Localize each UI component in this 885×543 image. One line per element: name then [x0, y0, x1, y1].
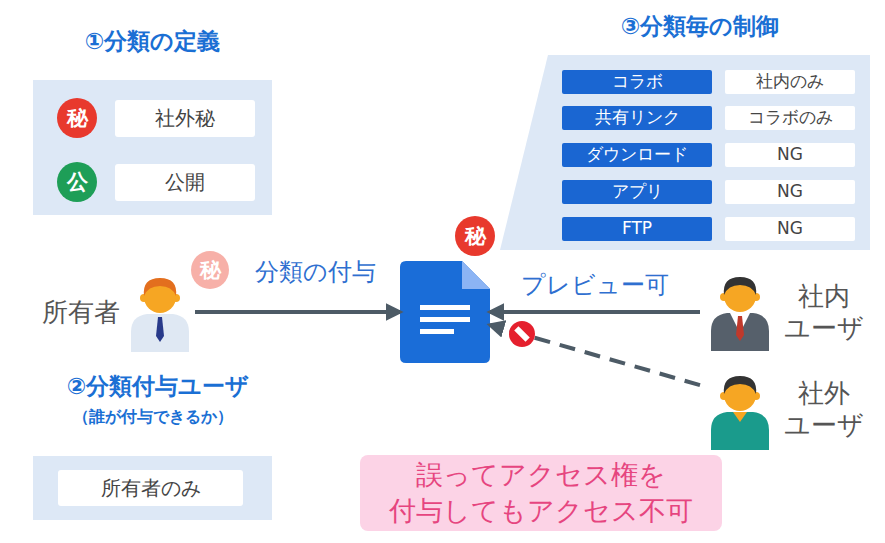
- node-label: FTP: [562, 217, 712, 241]
- node-label: 公: [57, 162, 97, 202]
- external-user: 社外 ユーザ: [700, 372, 870, 447]
- no-entry-bar: [514, 326, 530, 342]
- node-label: 社外秘: [115, 100, 255, 137]
- person-label: 社外 ユーザ: [778, 374, 870, 444]
- connector-arrow: [490, 310, 700, 314]
- category-name: 公開: [115, 164, 255, 201]
- node-label: NG: [725, 143, 855, 167]
- document-fold: [462, 261, 490, 289]
- node-label: 共有リンク: [562, 106, 712, 130]
- control-panel: ③分類毎の制御コラボ社内のみ共有リンクコラボのみダウンロードNGアプリNGFTP…: [490, 55, 870, 250]
- panel-polygon: [500, 55, 870, 250]
- person-icon: [125, 274, 195, 354]
- control-item: ダウンロード: [562, 143, 712, 167]
- node-label: ダウンロード: [562, 143, 712, 167]
- person-hair: [724, 376, 756, 394]
- edge-label: 分類の付与: [255, 256, 376, 288]
- document-icon: 秘: [400, 261, 490, 363]
- no-entry-symbol: [509, 321, 535, 347]
- person-body: [131, 314, 189, 352]
- control-item: 共有リンク: [562, 106, 712, 130]
- node-label: 公開: [115, 164, 255, 201]
- control-value: コラボのみ: [725, 106, 855, 130]
- panel-heading: ①分類の定義: [33, 23, 272, 59]
- person-body: [711, 412, 769, 450]
- control-value: NG: [725, 217, 855, 241]
- secret-badge: 秘: [455, 216, 495, 256]
- person-label: 所有者: [35, 294, 127, 330]
- no-entry-circle: [509, 321, 535, 347]
- secret-badge: 秘: [57, 98, 97, 138]
- document-page: [400, 261, 490, 363]
- control-value: NG: [725, 143, 855, 167]
- document-line: [420, 305, 470, 310]
- person-neck: [733, 412, 747, 422]
- node-label: NG: [725, 217, 855, 241]
- document-line: [420, 329, 454, 334]
- person-hair: [724, 277, 756, 295]
- category-panel: ①分類の定義秘社外秘公公開: [33, 80, 272, 215]
- node-label: 所有者のみ: [58, 470, 243, 506]
- control-item: FTP: [562, 217, 712, 241]
- panel-subheading: （誰が付与できるか）: [33, 404, 272, 430]
- connector-group: [195, 312, 700, 385]
- node-label: NG: [725, 180, 855, 204]
- public-badge: 公: [57, 162, 97, 202]
- assigner-value: 所有者のみ: [58, 470, 243, 506]
- panel-heading: ②分類付与ユーザ: [38, 369, 278, 403]
- person-icon: [705, 372, 775, 452]
- control-item: コラボ: [562, 70, 712, 94]
- edge-label: プレビュー可: [521, 269, 669, 301]
- classification-badge: 秘: [191, 251, 229, 289]
- document-shape: [400, 261, 490, 363]
- person-tie: [156, 317, 164, 342]
- document-line: [420, 317, 470, 322]
- note-box: 誤ってアクセス権を 付与してもアクセス不可: [360, 455, 722, 531]
- node-label: 誤ってアクセス権を 付与してもアクセス不可: [360, 455, 722, 531]
- node-label: アプリ: [562, 180, 712, 204]
- connector-arrow: [490, 325, 700, 385]
- owner-user: 所有者: [35, 272, 195, 352]
- person-tie: [736, 316, 744, 341]
- control-value: 社内のみ: [725, 70, 855, 94]
- internal-user: 社内 ユーザ: [700, 277, 870, 347]
- node-label: コラボ: [562, 70, 712, 94]
- panel-heading: ③分類毎の制御: [600, 8, 800, 44]
- assigner-panel: ②分類付与ユーザ（誰が付与できるか）所有者のみ: [33, 456, 272, 520]
- control-item: アプリ: [562, 180, 712, 204]
- node-label: 社内のみ: [725, 70, 855, 94]
- node-label: コラボのみ: [725, 106, 855, 130]
- person-label: 社内 ユーザ: [778, 277, 870, 347]
- connector-arrow: [195, 310, 400, 314]
- control-value: NG: [725, 180, 855, 204]
- node-label: 秘: [57, 98, 97, 138]
- person-icon: [705, 273, 775, 353]
- person-body: [711, 313, 769, 351]
- category-name: 社外秘: [115, 100, 255, 137]
- person-hair: [144, 278, 176, 296]
